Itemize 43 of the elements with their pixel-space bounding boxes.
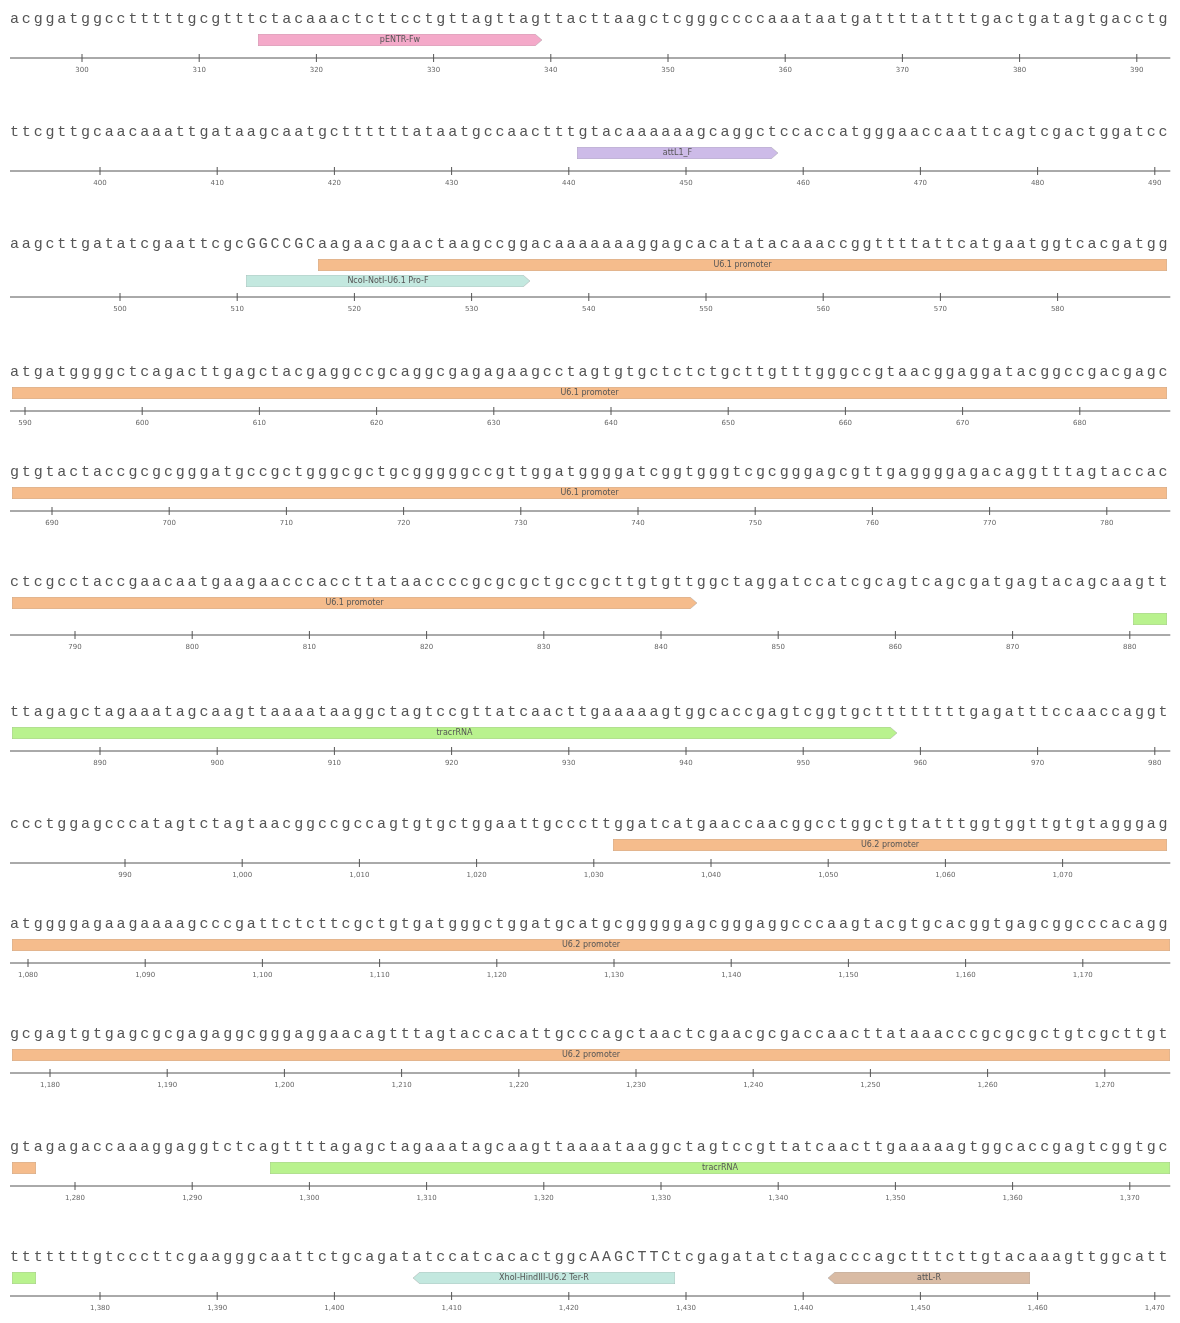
feature-arrow	[12, 1272, 36, 1284]
feature-label: tracrRNA	[435, 727, 474, 739]
feature-arrow	[270, 1162, 1170, 1174]
feature-arrow	[12, 727, 897, 739]
sequence-text: gtgtactaccgcgcgggatgccgctgggcgctgcgggggccgttggatggggatcggtgggtcgcgggagcgttgaggggagacaggtttagtaccac	[10, 463, 1171, 483]
sequence-text: acggatggcctttttgcgtttctacaaactcttcctgttagttagttacttaagctcgggccccaaataatgattttattttgactgatagtgacctg	[10, 10, 1171, 30]
feature-arrow	[12, 1162, 36, 1174]
sequence-text: aagcttgatatcgaattcgcGGCCGCaagaacgaactaagccggacaaaaaaaggagcacatatacaaaccggttttattcatgaatggtcacgatgg	[10, 235, 1171, 255]
feature-arrow	[828, 1272, 1030, 1284]
feature-label: tracrRNA	[701, 1162, 739, 1174]
sequence-text: ttcgttgcaacaaattgataagcaatgcttttttataatgccaactttgtacaaaaaagcaggctccaccatgggaaccaattcagtcgactggatcc	[10, 123, 1171, 143]
feature-label: U6.1 promoter	[559, 487, 620, 499]
feature-arrow	[12, 1049, 1170, 1061]
sequence-text: gtagagaccaaaggaggtctcagttttagagctagaaatagcaagttaaaataaggctagtccgttatcaacttgaaaaagtggcaccgagtcggtgc	[10, 1138, 1171, 1158]
feature-arrow	[12, 487, 1167, 499]
sequence-text: ccctggagcccatagtctagtaacggccgccagtgtgctggaattgcccttggatcatgaaccaacggcctggctgtatttggtggttgtgtagggag	[10, 815, 1171, 835]
feature-label: U6.1 promoter	[559, 387, 620, 399]
feature-label: XhoI-HindIII-U6.2 Ter-R	[498, 1272, 590, 1284]
feature-arrow	[577, 147, 778, 159]
feature-label: U6.2 promoter	[560, 939, 622, 951]
feature-arrow	[12, 387, 1167, 399]
feature-label: attL1_F	[661, 147, 694, 159]
feature-arrow	[613, 839, 1167, 851]
sequence-text: ctcgcctaccgaacaatgaagaacccaccttataaccccgcgcgctgccgcttgtgttggctaggatccatcgcagtcagcgatgagtacagcaagtt	[10, 573, 1171, 593]
sequence-text: atgatggggctcagacttgagctacgaggccgcaggcgagagaagcctagtgtgctctctgcttgtttgggccgtaacggaggatacggccgacgagc	[10, 363, 1171, 383]
feature-label: U6.1 promoter	[712, 259, 773, 271]
feature-arrow	[12, 939, 1170, 951]
feature-arrow	[413, 1272, 675, 1284]
feature-arrow	[258, 34, 542, 46]
sequence-text: ttagagctagaaatagcaagttaaaataaggctagtccgttatcaacttgaaaaagtggcaccgagtcggtgcttttttttgagatttccaaccaggt	[10, 703, 1171, 723]
feature-label: U6.2 promoter	[560, 1049, 622, 1061]
feature-label: NcoI-NotI-U6.1 Pro-F	[346, 275, 430, 287]
sequence-text: gcgagtgtgagcgcgagaggcgggaggaacagtttagtaccacattgcccagctaactcgaacgcgaccaacttataaacccgcgcgctgtcgcttgt	[10, 1025, 1171, 1045]
feature-arrow	[12, 597, 697, 609]
feature-arrow	[1133, 613, 1167, 625]
feature-label: attL-R	[916, 1272, 942, 1284]
feature-label: U6.2 promoter	[859, 839, 921, 851]
feature-arrow	[318, 259, 1167, 271]
feature-label: pENTR-Fw	[378, 34, 422, 46]
sequence-text: atggggagaagaaaagcccgattctcttcgctgtgatgggctggatgcatgcgggggagcgggaggcccaagtacgtgcacggtgagcggcccacagg	[10, 915, 1171, 935]
feature-arrow	[246, 275, 530, 287]
feature-label: U6.1 promoter	[324, 597, 385, 609]
sequence-text: tttttttgtcccttcgaagggcaattctgcagatatccatcacactggcAAGCTTCtcgagatatctagacccagctttcttgtacaaagttggcatt	[10, 1248, 1171, 1268]
